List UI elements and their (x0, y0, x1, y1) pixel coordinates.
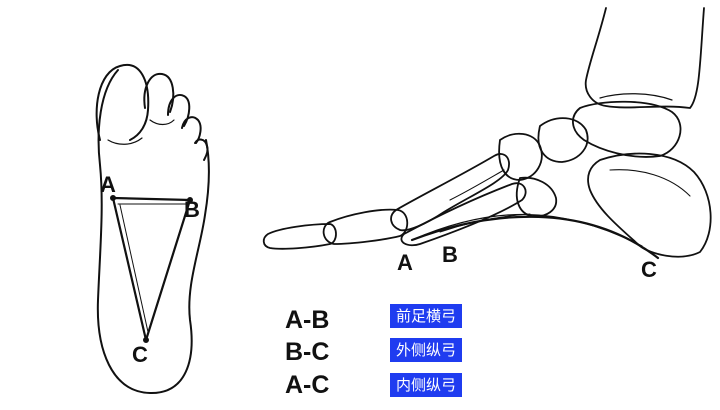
sole-point-b-dot (187, 197, 193, 203)
sole-arch-triangle (111, 196, 192, 342)
sole-outline (96, 69, 210, 395)
legend-code-ac: A-C (285, 371, 330, 399)
legend-name-ac: 内侧纵弓 (390, 373, 463, 397)
side-foot-drawing (262, 7, 712, 260)
legend-code-bc: B-C (285, 338, 330, 366)
third-toe (167, 94, 191, 127)
sole-point-a-label: A (100, 172, 116, 197)
second-metatarsal (400, 182, 527, 247)
sole-point-c-label: C (132, 342, 148, 367)
fifth-toe (194, 138, 209, 161)
calcaneus-bone (587, 152, 712, 258)
sole-foot-drawing (95, 63, 210, 395)
side-point-c-label: C (641, 257, 657, 282)
side-point-b-label: B (442, 242, 458, 267)
proximal-phalanx (322, 208, 409, 245)
legend-code-ab: A-B (285, 306, 330, 334)
first-metatarsal (390, 153, 510, 232)
sole-point-a-dot (110, 195, 116, 201)
sole-point-c-dot (143, 337, 149, 343)
cuneiform-bone-2 (515, 176, 558, 218)
side-point-a-label: A (397, 250, 413, 275)
legend-name-ab: 前足横弓 (390, 304, 463, 328)
distal-phalanx (262, 223, 337, 250)
sole-point-b-label: B (184, 197, 200, 222)
legend-name-bc: 外侧纵弓 (390, 338, 463, 362)
fourth-toe (181, 116, 202, 144)
tibia-bone (584, 7, 705, 109)
talus-bone (572, 100, 682, 158)
big-toe (95, 63, 150, 141)
navicular-bone (537, 117, 589, 163)
